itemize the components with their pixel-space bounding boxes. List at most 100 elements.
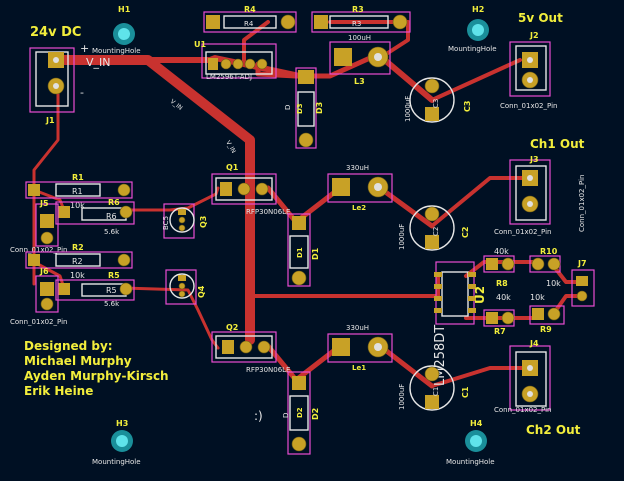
r1-value: 10k [70, 201, 85, 210]
r5-value: 5.6k [104, 300, 120, 308]
resistor-r5[interactable]: R5 R5 5.6k [55, 271, 135, 308]
credits-name-2: Ayden Murphy-Kirsch [24, 369, 169, 383]
r4-label: R4 [244, 20, 254, 28]
le2-ref: Le2 [352, 204, 366, 212]
resistor-r6[interactable]: R6 R6 5.6k [55, 198, 135, 236]
c3-value: 1000uF [404, 96, 412, 122]
mosfet-q2[interactable]: Q2 RFP30N06LE [211, 323, 291, 374]
h3-ref: H3 [116, 419, 128, 428]
credits-name-1: Michael Murphy [24, 354, 132, 368]
capacitor-c1[interactable]: C1 C1 1000uF [398, 365, 470, 411]
r10-ref: R10 [540, 247, 558, 256]
trace-ground-left [32, 84, 60, 264]
u1-value: LM2596T-ADJ [206, 73, 252, 81]
resistor-r7[interactable]: R7 40k [483, 293, 515, 336]
diode-d2[interactable]: D2 D2 D [282, 371, 320, 455]
r6-ref: R6 [108, 198, 120, 207]
r2-label: R2 [72, 257, 83, 266]
resistor-r4[interactable]: R4 R4 [203, 5, 297, 33]
resistor-r10[interactable]: R10 10k [529, 247, 561, 288]
q1-ref: Q1 [226, 163, 239, 172]
resistor-r8[interactable]: 40k R8 [483, 247, 515, 288]
q4-ref: Q4 [197, 285, 206, 298]
r5-ref: R5 [108, 271, 120, 280]
transistor-q3[interactable]: BC5 Q3 [162, 203, 208, 239]
h3-value: MountingHole [92, 458, 141, 466]
trace-l3-c3 [377, 53, 435, 103]
connector-j6[interactable]: J6 Conn_01x02_Pin [10, 267, 67, 326]
capacitor-c3[interactable]: C3 C3 1000uF [404, 77, 472, 123]
inductor-le1[interactable]: 330uH Le1 [327, 324, 393, 372]
q2-value: RFP30N06LE [246, 366, 291, 374]
h4-ref: H4 [470, 419, 483, 428]
r1-ref: R1 [72, 173, 84, 182]
trace-le2-c2 [377, 185, 435, 229]
inductor-le2[interactable]: 330uH Le2 [327, 164, 393, 212]
mounting-hole-h1[interactable]: H1 MountingHole [92, 5, 141, 55]
j5-ref: J5 [39, 199, 49, 208]
credits-name-3: Erik Heine [24, 384, 93, 398]
u2-ref: U2 [473, 286, 487, 304]
j6-value: Conn_01x02_Pin [10, 318, 67, 326]
regulator-u1[interactable]: U1 LM2596T-ADJ [194, 40, 277, 81]
j3-value-vertical: Conn_01x02_Pin [578, 175, 586, 232]
le1-value: 330uH [346, 324, 369, 332]
connector-j3[interactable]: J3 Conn_01x02_Pin Conn_01x02_Pin [494, 155, 586, 236]
d3-value: D [284, 105, 292, 110]
q2-ref: Q2 [226, 323, 238, 332]
r7-value: 40k [496, 293, 511, 302]
d2-value: D [282, 413, 290, 418]
connector-j2[interactable]: J2 Conn_01x02_Pin [500, 31, 557, 110]
h2-value: MountingHole [448, 45, 497, 53]
mosfet-q1[interactable]: Q1 RFP30N06LE [211, 163, 291, 216]
connector-j7[interactable]: J7 [571, 259, 595, 307]
connector-j1[interactable]: J1 [29, 47, 75, 125]
credits-heading: Designed by: [24, 339, 113, 353]
mounting-hole-h3[interactable]: H3 MountingHole [92, 419, 141, 466]
le2-value: 330uH [346, 164, 369, 172]
r8-value: 40k [494, 247, 509, 256]
l3-value: 100uH [348, 34, 371, 42]
c3-ref: C3 [463, 101, 472, 112]
r7-ref: R7 [494, 327, 506, 336]
mounting-hole-h2[interactable]: H2 MountingHole [448, 5, 497, 53]
j4-value: Conn_01x02_Pin [494, 406, 551, 414]
vin-net-label: V_IN [86, 56, 111, 69]
h1-value: MountingHole [92, 47, 141, 55]
resistor-r3[interactable]: R3 R3 [311, 5, 411, 33]
transistor-q4[interactable]: Q4 [165, 269, 206, 305]
c2-ref: C2 [461, 227, 470, 238]
capacitor-c2[interactable]: C2 C2 1000uF [398, 205, 470, 251]
trace-r3-l3 [328, 20, 410, 60]
output-5v-label: 5v Out [518, 11, 563, 25]
resistor-r2[interactable]: R2 R2 10k [25, 243, 133, 280]
r2-value: 10k [70, 271, 85, 280]
c2-label: C2 [432, 227, 440, 236]
resistor-r1[interactable]: R1 R1 10k [25, 173, 133, 210]
q3-value: BC5 [162, 216, 170, 230]
r8-ref: R8 [496, 279, 508, 288]
j3-value: Conn_01x02_Pin [494, 228, 551, 236]
r3-ref: R3 [352, 5, 364, 14]
minus-marker: - [80, 86, 84, 99]
output-ch2-label: Ch2 Out [526, 423, 581, 437]
trace-le1-c1 [377, 343, 435, 389]
c2-value: 1000uF [398, 224, 406, 250]
inductor-l3[interactable]: 100uH L3 [329, 34, 391, 86]
r4-ref: R4 [244, 5, 256, 14]
connector-j4[interactable]: J4 Conn_01x02_Pin [494, 339, 551, 414]
j1-ref: J1 [45, 116, 55, 125]
diode-d3[interactable]: D3 D3 D [284, 67, 324, 149]
j4-ref: J4 [529, 339, 539, 348]
h4-value: MountingHole [446, 458, 495, 466]
d2-ref: D2 [311, 408, 320, 420]
r6-value: 5.6k [104, 228, 120, 236]
connector-j5[interactable]: J5 Conn_01x02_Pin [10, 199, 67, 254]
c1-value: 1000uF [398, 384, 406, 410]
diode-d1[interactable]: D1 D1 [287, 213, 320, 287]
j6-ref: J6 [39, 267, 49, 276]
resistor-r9[interactable]: 10k R9 [529, 293, 565, 334]
r3-label: R3 [352, 20, 361, 28]
mounting-hole-h4[interactable]: H4 MountingHole [446, 419, 495, 466]
